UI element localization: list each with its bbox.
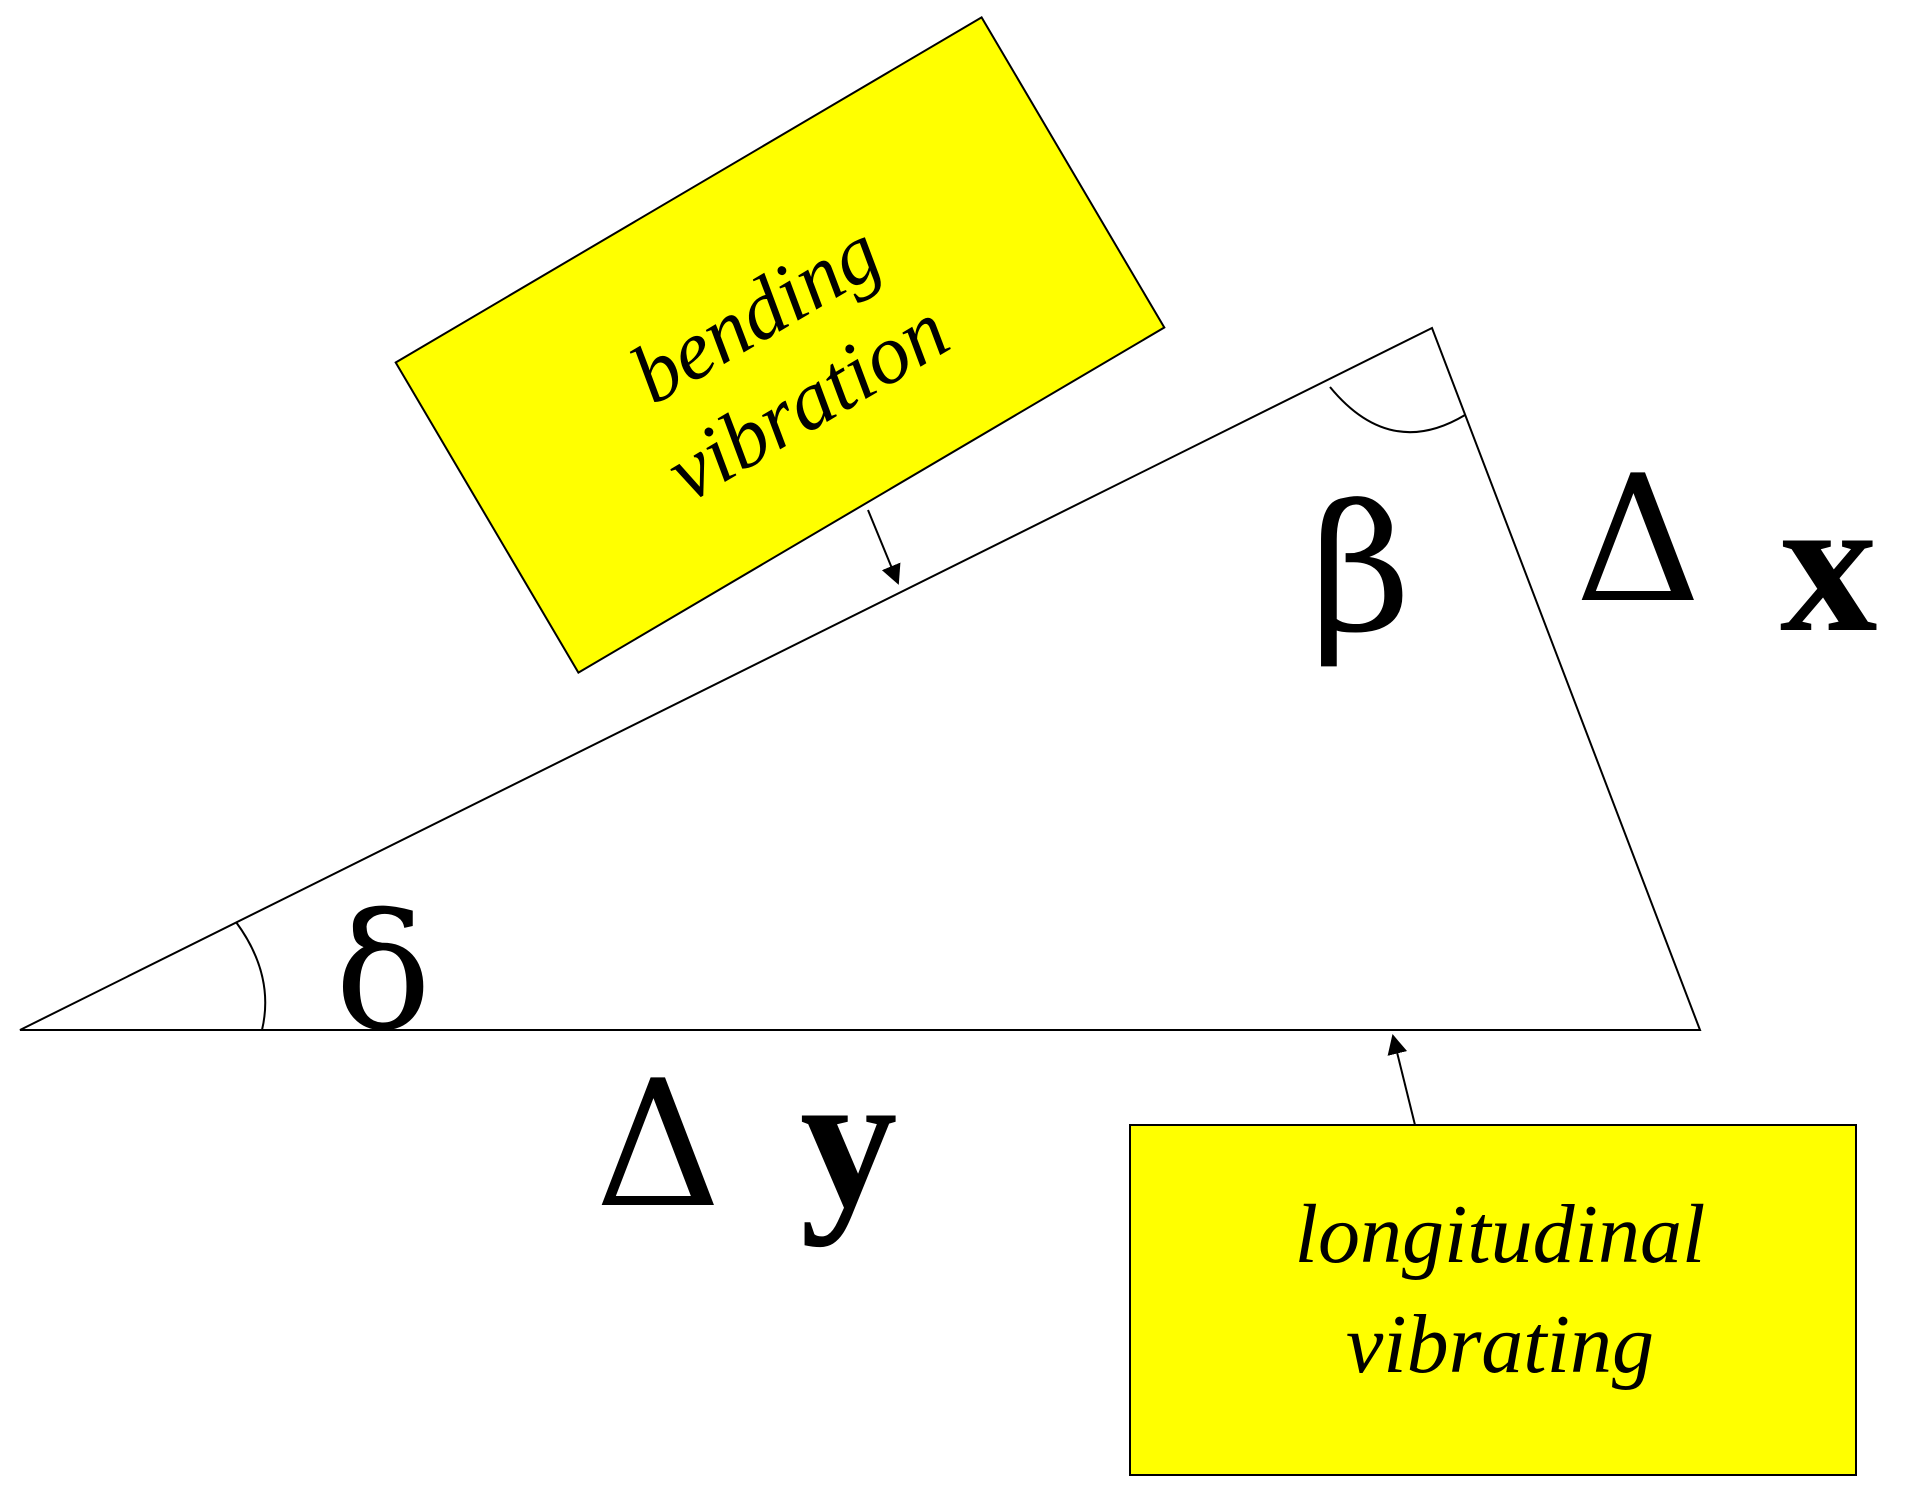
bending-arrow xyxy=(867,509,901,585)
longitudinal-box-rect xyxy=(1129,1124,1857,1476)
delta-y-symbol: Δ xyxy=(595,1044,721,1247)
bending-box-rect xyxy=(394,15,1166,675)
beta-angle-label: β xyxy=(1310,469,1411,672)
delta-x-variable: x xyxy=(1780,457,1878,673)
longitudinal-vibrating-box: longitudinal vibrating xyxy=(1129,1124,1857,1476)
delta-angle-label: δ xyxy=(335,879,431,1066)
delta-angle-arc xyxy=(235,921,267,1031)
delta-x-symbol: Δ xyxy=(1575,439,1701,642)
longitudinal-label-line2: vibrating xyxy=(1346,1298,1654,1391)
longitudinal-label-line1: longitudinal xyxy=(1295,1188,1706,1281)
bending-vibration-box: bending vibration xyxy=(394,15,1166,675)
delta-y-variable: y xyxy=(800,1032,898,1248)
beta-angle-arc xyxy=(1329,386,1466,434)
longitudinal-arrow xyxy=(1387,1034,1416,1126)
triangle xyxy=(19,326,1702,1031)
